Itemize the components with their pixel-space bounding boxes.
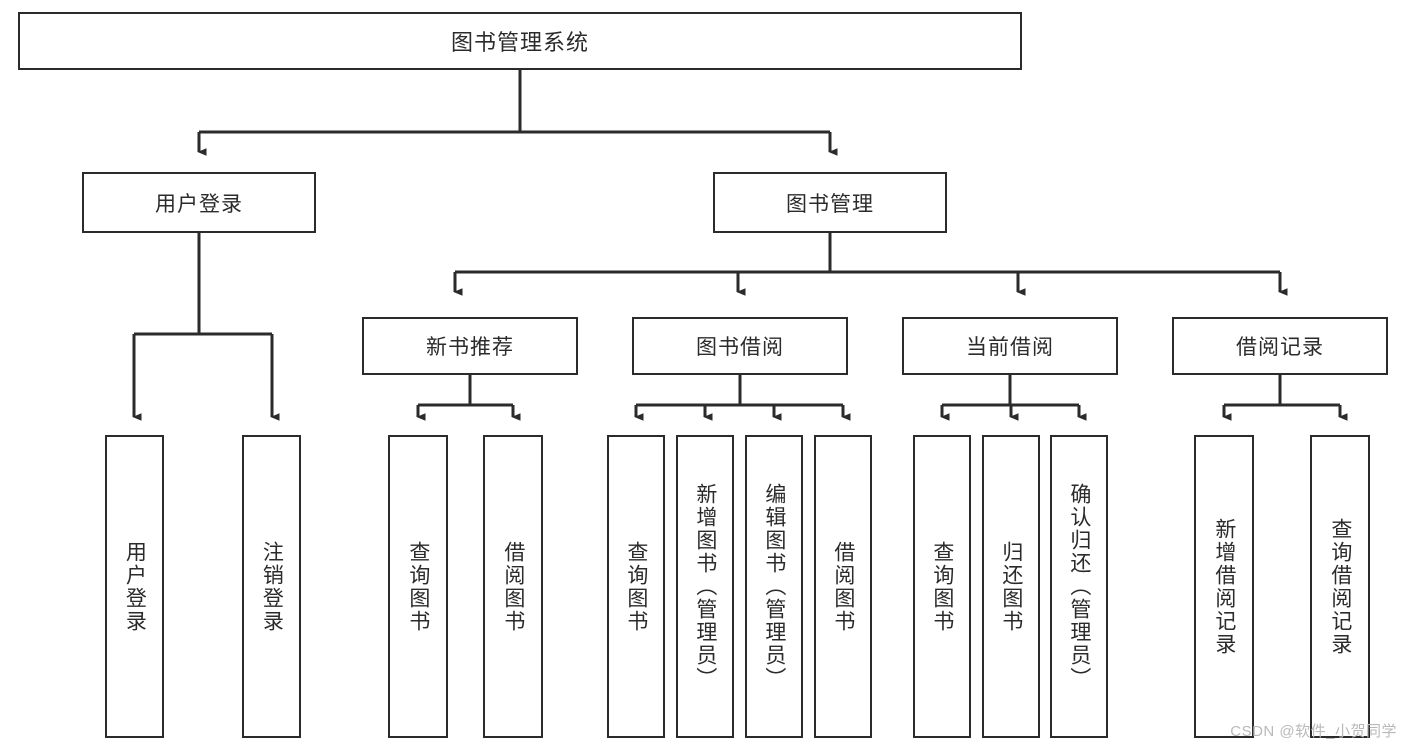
leaf-query-book-new[interactable]: 查询图书 xyxy=(388,435,448,738)
leaf-return-book[interactable]: 归还图书 xyxy=(982,435,1040,738)
node-label: 当前借阅 xyxy=(966,336,1054,359)
node-current-borrow[interactable]: 当前借阅 xyxy=(902,317,1118,375)
leaf-borrow-book[interactable]: 借阅图书 xyxy=(814,435,872,738)
node-label: 新书推荐 xyxy=(426,336,514,359)
node-borrow-record[interactable]: 借阅记录 xyxy=(1172,317,1388,375)
leaf-label: 查询借阅记录 xyxy=(1328,517,1352,656)
node-label: 图书借阅 xyxy=(696,336,784,359)
leaf-label: 借阅图书 xyxy=(501,540,525,633)
leaf-logout[interactable]: 注销登录 xyxy=(242,435,301,738)
node-new-book-recommendation[interactable]: 新书推荐 xyxy=(362,317,578,375)
node-user-login[interactable]: 用户登录 xyxy=(82,172,316,233)
watermark-text: CSDN @软件_小贺同学 xyxy=(1230,723,1397,740)
leaf-label: 查询图书 xyxy=(624,540,648,633)
leaf-label: 借阅图书 xyxy=(831,540,855,633)
leaf-query-book-current[interactable]: 查询图书 xyxy=(913,435,971,738)
leaf-borrow-book-new[interactable]: 借阅图书 xyxy=(483,435,543,738)
node-book-borrow[interactable]: 图书借阅 xyxy=(632,317,848,375)
leaf-label: 编辑图书（管理员） xyxy=(762,483,786,690)
node-label: 借阅记录 xyxy=(1236,336,1324,359)
leaf-label: 新增借阅记录 xyxy=(1212,517,1236,656)
leaf-label: 归还图书 xyxy=(999,540,1023,633)
node-label: 图书管理系统 xyxy=(450,30,589,55)
leaf-label: 查询图书 xyxy=(930,540,954,633)
leaf-user-login[interactable]: 用户登录 xyxy=(105,435,164,738)
node-book-management[interactable]: 图书管理 xyxy=(713,172,947,233)
leaf-add-borrow-record[interactable]: 新增借阅记录 xyxy=(1194,435,1254,738)
leaf-label: 注销登录 xyxy=(260,540,284,633)
leaf-label: 新增图书（管理员） xyxy=(693,483,717,690)
leaf-edit-book-admin[interactable]: 编辑图书（管理员） xyxy=(745,435,803,738)
leaf-label: 确认归还（管理员） xyxy=(1067,483,1091,690)
leaf-query-book-borrow[interactable]: 查询图书 xyxy=(607,435,665,738)
leaf-label: 查询图书 xyxy=(406,540,430,633)
leaf-label: 用户登录 xyxy=(123,540,147,633)
leaf-add-book-admin[interactable]: 新增图书（管理员） xyxy=(676,435,734,738)
node-label: 用户登录 xyxy=(155,192,243,216)
leaf-confirm-return-admin[interactable]: 确认归还（管理员） xyxy=(1050,435,1108,738)
node-label: 图书管理 xyxy=(786,192,874,216)
leaf-query-borrow-record[interactable]: 查询借阅记录 xyxy=(1310,435,1370,738)
node-root-book-management-system[interactable]: 图书管理系统 xyxy=(18,12,1022,70)
